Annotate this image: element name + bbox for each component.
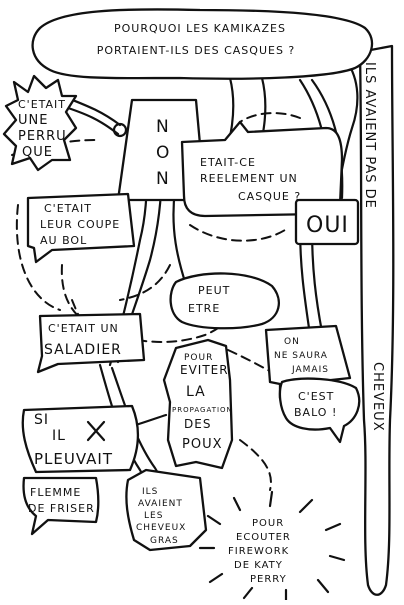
vertical-text-1: ILS AVAIENT PAS DE [362, 62, 377, 209]
poux-line-5: DES [184, 417, 211, 431]
cest-balo-bubble [278, 377, 361, 444]
pleuvait-line-2: IL [52, 428, 66, 444]
firework-line-5: PERRY [250, 574, 287, 585]
reellement-line-1: ETAIT-CE [200, 156, 256, 169]
pleuvait-line-3: PLEUVAIT [34, 450, 113, 468]
dashed-connector [239, 112, 301, 123]
flemme-line-2: DE FRISER [28, 502, 95, 515]
saladier-bubble [36, 312, 146, 374]
on-ne-saura-line-2: NE SAURA [274, 351, 328, 361]
coupe-line-2: LEUR COUPE [40, 218, 120, 231]
perruque-bubble [2, 74, 78, 172]
perruque-line-2: UNE [18, 113, 48, 128]
dashed-connector [227, 349, 283, 379]
on-ne-saura-line-3: JAMAIS [291, 365, 329, 375]
dashed-connector [15, 204, 61, 311]
poux-line-6: POUX [182, 437, 223, 452]
firework-burst [198, 490, 346, 602]
cest-balo-line-1: C'EST [298, 390, 334, 403]
poux-bubble [162, 338, 234, 470]
poux-line-3: LA [186, 384, 206, 400]
perruque-line-4: QUE [22, 145, 53, 160]
flemme-bubble [22, 476, 100, 536]
cheveux-gras-line-1: ILS [142, 487, 158, 497]
pleuvait-line-1: SI [34, 412, 49, 428]
cest-balo-line-2: BALO ! [294, 406, 337, 419]
title-line-2: PORTAIENT-ILS DES CASQUES ? [97, 44, 296, 57]
cheveux-gras-line-5: GRAS [150, 536, 179, 546]
peut-etre-line-2: ETRE [188, 302, 220, 315]
peut-etre-line-1: PEUT [198, 284, 230, 297]
cheveux-gras-bubble [125, 468, 208, 552]
dashed-connector [119, 264, 171, 301]
cheveux-gras-line-3: LES [144, 511, 163, 521]
non-letter-3: N [156, 169, 170, 189]
on-ne-saura-line-1: ON [284, 337, 300, 347]
title-bubble [31, 8, 374, 80]
non-letter-2: O [156, 143, 170, 163]
coupe-line-3: AU BOL [40, 234, 87, 247]
vertical-text-2: CHEVEUX [370, 362, 385, 432]
perruque-line-1: C'ETAIT [18, 98, 66, 111]
reellement-line-2: REELEMENT UN [200, 172, 298, 185]
oui-box [294, 198, 360, 246]
saladier-line-2: SALADIER [44, 342, 122, 358]
poux-line-1: POUR [184, 353, 213, 363]
right-tall-shape [358, 44, 395, 596]
firework-line-3: FIREWORK [228, 546, 289, 557]
dashed-connector [239, 439, 272, 491]
non-letter-1: N [156, 117, 170, 137]
dashed-connector [189, 224, 286, 242]
firework-line-4: DE KATY [234, 560, 283, 571]
saladier-line-1: C'ETAIT UN [48, 322, 119, 335]
cheveux-gras-line-4: CHEVEUX [136, 523, 186, 533]
poux-line-4: PROPAGATION [172, 406, 233, 414]
poux-line-2: EVITER [180, 363, 229, 377]
cheveux-gras-line-2: AVAIENT [138, 499, 183, 509]
knot [112, 122, 128, 138]
pleuvait-bubble [21, 404, 140, 474]
perruque-line-3: PERRU [18, 129, 67, 144]
coupe-bubble [26, 192, 136, 264]
firework-line-1: POUR [252, 518, 284, 529]
crossed-mark [86, 420, 106, 442]
peut-etre-bubble [169, 272, 280, 330]
right-vertical-text: ILS AVAIENT PAS DE CHEVEUX [362, 62, 385, 432]
oui-label: OUI [306, 213, 349, 238]
firework-line-2: ECOUTER [236, 532, 291, 543]
reellement-line-3: CASQUE ? [238, 190, 301, 203]
connector [172, 188, 188, 287]
title-line-1: POURQUOI LES KAMIKAZES [114, 22, 286, 35]
flemme-line-1: FLEMME [30, 486, 81, 499]
coupe-line-1: C'ETAIT [44, 202, 92, 215]
